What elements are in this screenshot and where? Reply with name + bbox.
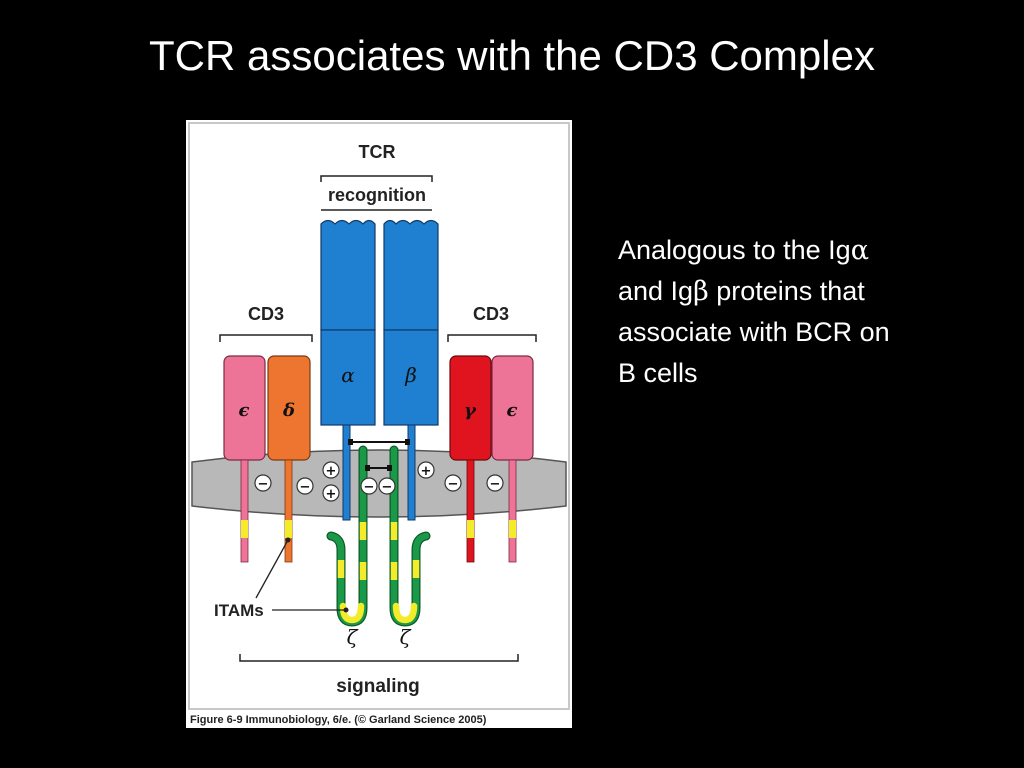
charge-plus-2: + (322, 484, 340, 502)
tcr-bracket (320, 175, 433, 182)
tcr-beta-constant-domain (383, 329, 439, 426)
alpha-symbol: α (850, 235, 869, 266)
cd3-left-label: CD3 (248, 304, 284, 324)
cd3-gamma-itam (467, 520, 474, 538)
tcr-beta-symbol: β (404, 363, 417, 387)
svg-text:+: + (421, 464, 432, 479)
svg-text:+: + (326, 464, 337, 479)
cd3-epsilon-right-symbol: ϵ (507, 400, 518, 421)
cd3-epsilon-left-symbol: ϵ (239, 400, 250, 421)
svg-text:−: − (448, 477, 459, 492)
zeta-chain-left (326, 445, 368, 627)
charge-minus-2: − (296, 477, 314, 495)
cd3-epsilon-right-itam (509, 520, 516, 538)
svg-text:−: − (382, 480, 393, 495)
tcr-cd3-figure: TCR recognition CD3 CD3 α β ϵ δ γ ϵ (186, 120, 572, 728)
zeta-disulfide-end-left (365, 465, 370, 471)
charge-minus-1: − (254, 474, 272, 492)
cd3-epsilon-left-itam (241, 520, 248, 538)
itams-pointer-dot-zeta (343, 607, 349, 613)
cd3-epsilon-right-tail (508, 459, 517, 563)
itams-pointer-to-delta (255, 539, 289, 599)
cd3-gamma-tail (466, 459, 475, 563)
figure-caption: Figure 6-9 Immunobiology, 6/e. (© Garlan… (190, 714, 487, 726)
cd3-left-bracket (219, 334, 313, 342)
signaling-label: signaling (336, 676, 419, 697)
svg-text:+: + (326, 487, 337, 502)
disulfide-end-left (348, 439, 353, 445)
note-line-4: B cells (618, 358, 698, 388)
itams-label: ITAMs (214, 601, 264, 620)
tcr-alpha-constant-domain (320, 329, 376, 426)
tcr-label: TCR (359, 142, 396, 162)
itams-pointer-dot-delta (285, 537, 291, 543)
cd3-epsilon-left-tail (240, 459, 249, 563)
svg-text:−: − (490, 477, 501, 492)
recognition-label: recognition (328, 185, 426, 205)
svg-text:−: − (364, 480, 375, 495)
cd3-delta-symbol: δ (282, 400, 295, 421)
note-line-2: and Igβ proteins that (618, 276, 865, 307)
svg-text:−: − (258, 477, 269, 492)
cd3-right-label: CD3 (473, 304, 509, 324)
signaling-bracket (239, 654, 519, 662)
zeta-right-symbol: ζ (400, 625, 412, 649)
svg-text:−: − (300, 480, 311, 495)
tcr-alpha-symbol: α (341, 363, 355, 387)
note-line-3: associate with BCR on (618, 317, 890, 347)
cd3-delta-itam (285, 520, 292, 538)
charge-plus-3: + (417, 461, 435, 479)
zeta-left-symbol: ζ (347, 625, 359, 649)
cd3-right-bracket (447, 334, 537, 342)
tcr-alpha-variable-domain (320, 219, 376, 331)
cd3-gamma-symbol: γ (464, 400, 477, 421)
figure-border (188, 122, 570, 710)
charge-minus-6: − (486, 474, 504, 492)
disulfide-end-right (405, 439, 410, 445)
charge-minus-3: − (360, 477, 378, 495)
slide-title: TCR associates with the CD3 Complex (149, 32, 875, 79)
charge-minus-5: − (444, 474, 462, 492)
zeta-chain-right (389, 445, 431, 627)
zeta-disulfide-end-right (387, 465, 392, 471)
beta-symbol: β (693, 276, 709, 307)
tcr-beta-variable-domain (383, 219, 439, 331)
side-note: Analogous to the Igα and Igβ proteins th… (618, 230, 998, 394)
note-line-1: Analogous to the Igα (618, 235, 869, 266)
charge-plus-1: + (322, 461, 340, 479)
cd3-delta-tail (284, 459, 293, 563)
tcr-beta-transmembrane (407, 424, 416, 521)
charge-minus-4: − (378, 477, 396, 495)
tcr-alpha-transmembrane (342, 424, 351, 521)
